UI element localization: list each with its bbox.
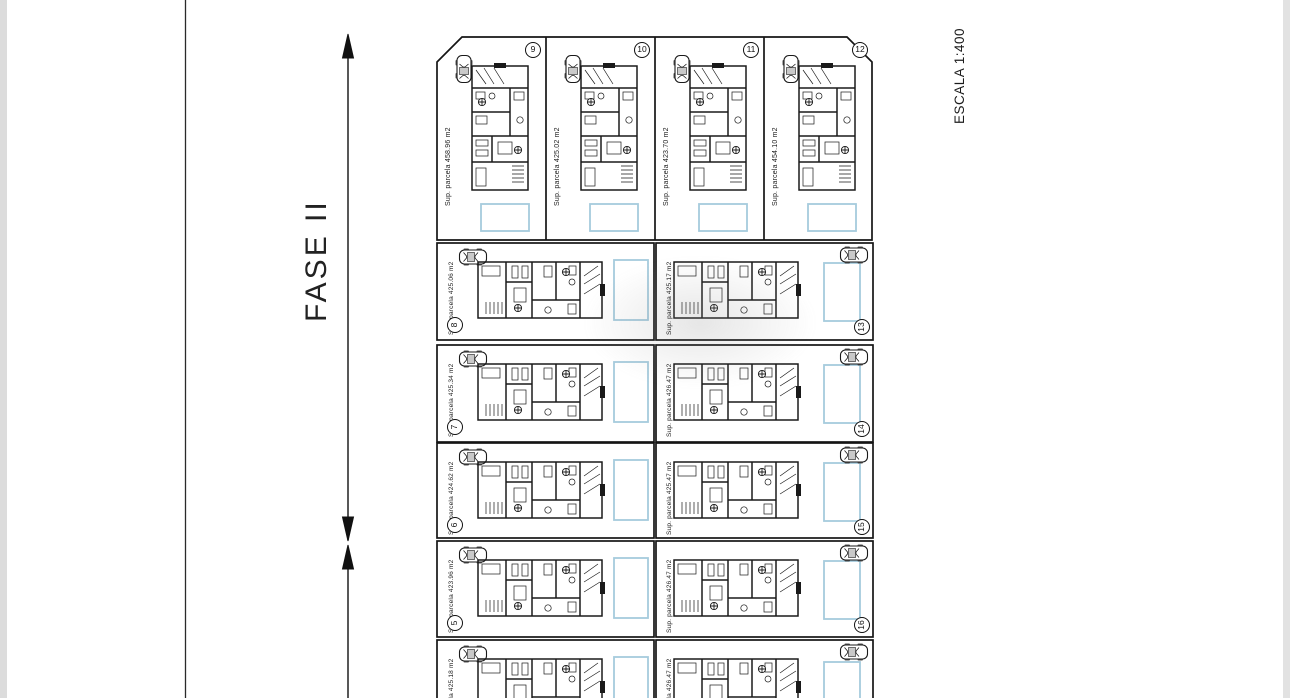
plot-8-plan [458, 247, 649, 321]
plot-13-plan [673, 245, 869, 322]
pool [613, 557, 649, 619]
plot-number-badge: 13 [854, 319, 870, 335]
pool [589, 203, 639, 232]
plot-10-plan [563, 54, 639, 232]
dimension-arrow [341, 544, 355, 570]
pool [823, 661, 861, 698]
plot-number-badge: 10 [634, 42, 650, 58]
house-floorplan [580, 62, 638, 191]
plot-area-label: Sup. parcela 426.47 m2 [666, 559, 673, 633]
plot-6-plan [458, 447, 649, 521]
plot-area-label: Sup. parcela 425.02 m2 [554, 127, 561, 206]
house-floorplan [477, 461, 606, 519]
pool [823, 560, 861, 620]
plot-7-plan [458, 349, 649, 423]
plot-area-label: Sup. parcela 426.47 m2 [666, 658, 673, 698]
plot-9-plan [454, 54, 530, 232]
house-floorplan [798, 62, 856, 191]
plot-number-badge: 8 [447, 317, 463, 333]
plot-number-badge: 5 [447, 615, 463, 631]
plot-number-badge: 6 [447, 517, 463, 533]
plot-area-label: Sup. parcela 425.47 m2 [666, 461, 673, 535]
plot-12-plan [781, 54, 857, 232]
plot-area-label: Sup. parcela 454.10 m2 [772, 127, 779, 206]
car-icon [839, 347, 869, 367]
car-icon [781, 54, 801, 84]
pool [807, 203, 857, 232]
plot-15-plan [673, 445, 869, 522]
car-icon [454, 54, 474, 84]
scale-label: ESCALA 1:400 [952, 27, 967, 124]
house-floorplan [673, 261, 802, 319]
car-icon [458, 247, 488, 267]
plot-number-badge: 15 [854, 519, 870, 535]
plot-number-badge: 14 [854, 421, 870, 437]
plot-14-plan [673, 347, 869, 424]
plot-number-badge: 9 [525, 42, 541, 58]
house-floorplan [673, 559, 802, 617]
car-icon [563, 54, 583, 84]
house-floorplan [477, 658, 606, 698]
plot-number-badge: 11 [743, 42, 759, 58]
house-floorplan [673, 658, 802, 698]
pool [613, 259, 649, 321]
car-icon [839, 245, 869, 265]
pool [613, 656, 649, 698]
pool [823, 364, 861, 424]
plot-area-label: Sup. parcela 425.17 m2 [666, 261, 673, 335]
house-floorplan [471, 62, 529, 191]
car-icon [458, 349, 488, 369]
pool [613, 459, 649, 521]
plot-boundaries [436, 36, 874, 698]
dimension-arrow [341, 516, 355, 542]
phase-label: FASE II [300, 199, 333, 322]
house-floorplan [477, 363, 606, 421]
car-icon [839, 642, 869, 662]
pool [613, 361, 649, 423]
scan-edge-right [1283, 0, 1290, 698]
dimension-arrow [341, 33, 355, 59]
pool [698, 203, 748, 232]
house-floorplan [477, 261, 606, 319]
plot-area-label: Sup. parcela 426.47 m2 [666, 363, 673, 437]
plot-bottom-right-plan [673, 642, 869, 698]
car-icon [839, 543, 869, 563]
house-floorplan [673, 363, 802, 421]
house-floorplan [689, 62, 747, 191]
pool [480, 203, 530, 232]
plot-16-plan [673, 543, 869, 620]
scan-edge-left [0, 0, 7, 698]
plot-bottom-left-plan [458, 644, 649, 698]
pool [823, 462, 861, 522]
house-floorplan [477, 559, 606, 617]
car-icon [672, 54, 692, 84]
plot-11-plan [672, 54, 748, 232]
plot-number-badge: 12 [852, 42, 868, 58]
plot-area-label: Sup. parcela 458.96 m2 [445, 127, 452, 206]
house-floorplan [673, 461, 802, 519]
dimension-line [341, 33, 355, 698]
car-icon [839, 445, 869, 465]
plot-area-label: Sup. parcela 423.70 m2 [663, 127, 670, 206]
plot-number-badge: 16 [854, 617, 870, 633]
plot-area-label: Sup. parcela 425.18 m2 [448, 658, 455, 698]
car-icon [458, 447, 488, 467]
plot-number-badge: 7 [447, 419, 463, 435]
pool [823, 262, 861, 322]
car-icon [458, 644, 488, 664]
plot-5-plan [458, 545, 649, 619]
car-icon [458, 545, 488, 565]
